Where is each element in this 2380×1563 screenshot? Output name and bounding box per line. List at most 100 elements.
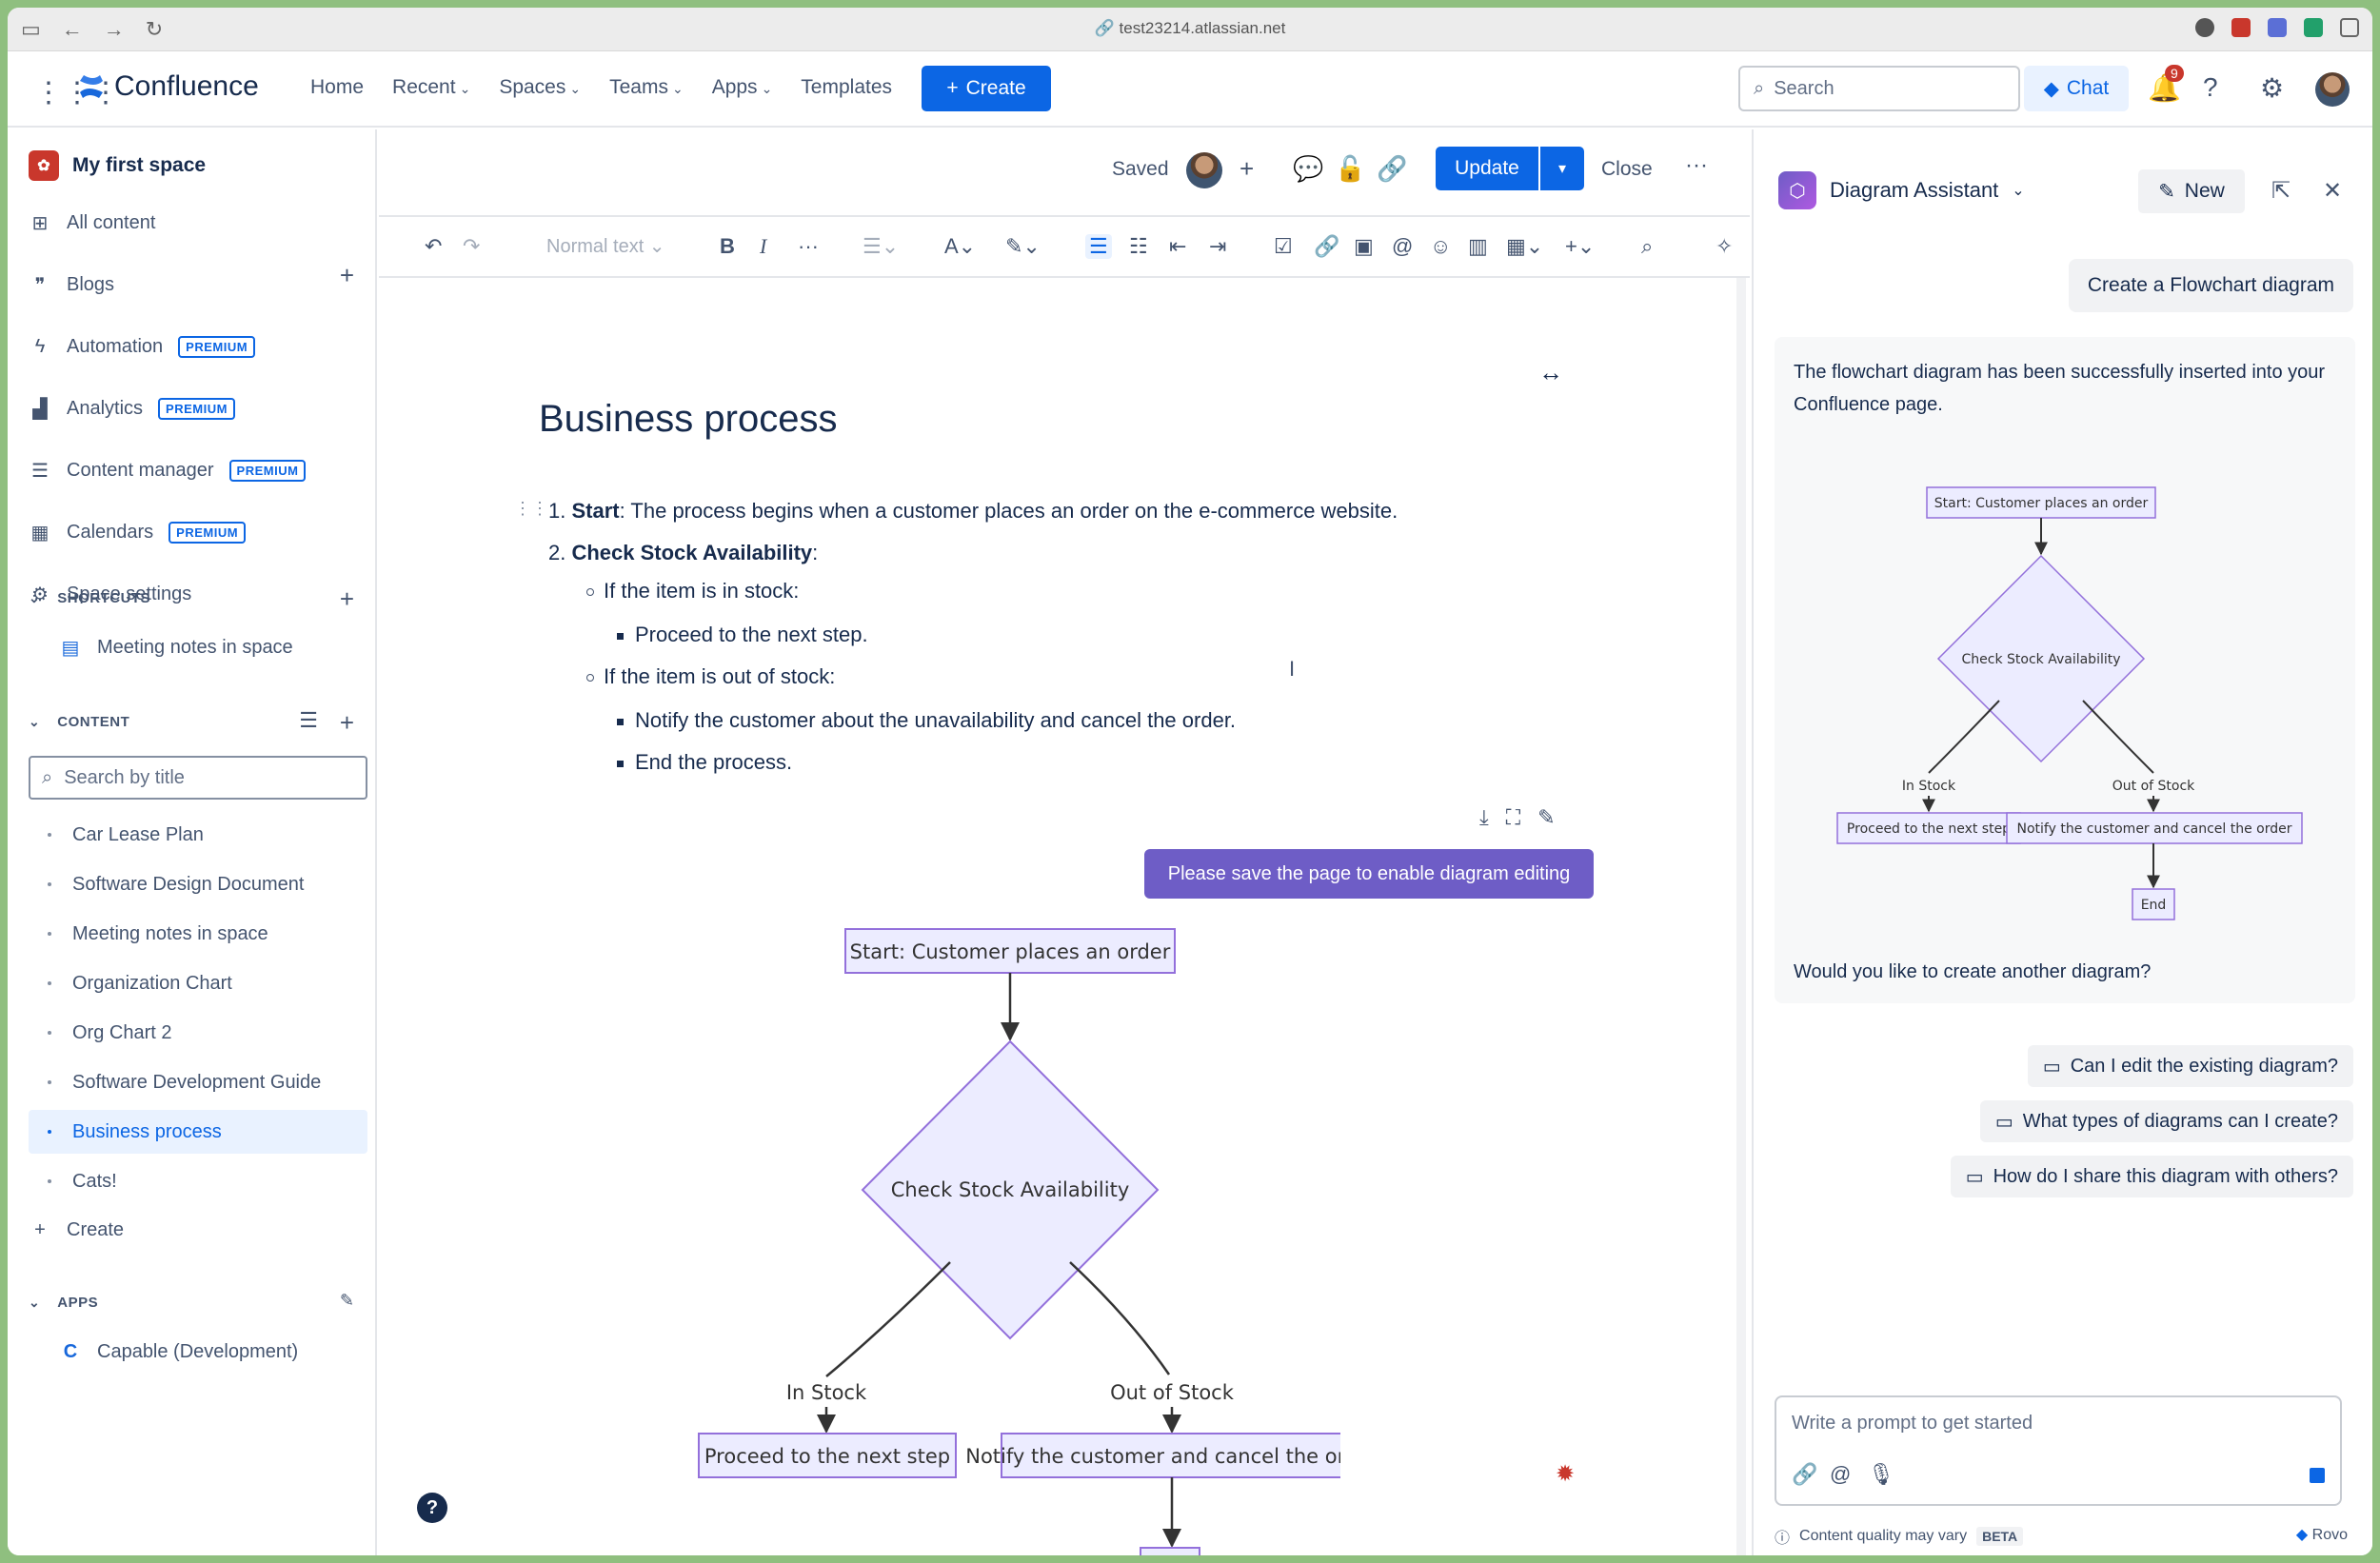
create-button[interactable]: + Create <box>922 66 1051 111</box>
page-tree-item[interactable]: Organization Chart <box>29 961 367 1005</box>
task-checkbox-icon[interactable]: ☑ <box>1274 234 1293 258</box>
fullscreen-icon[interactable]: ⛶ <box>1505 805 1521 829</box>
extension-icon[interactable] <box>2195 18 2214 37</box>
align-dropdown-icon[interactable]: ☰⌄ <box>863 234 900 258</box>
app-item[interactable]: C Capable (Development) <box>59 1333 392 1371</box>
link-icon[interactable]: 🔗 <box>1314 234 1340 258</box>
list-item-sub1[interactable]: If the item is in stock: <box>586 579 799 603</box>
new-chat-button[interactable]: ✎ New <box>2138 169 2245 213</box>
close-icon[interactable]: ✕ <box>2323 178 2343 204</box>
collaborator-avatar[interactable] <box>1186 152 1222 188</box>
add-shortcut-icon[interactable]: + <box>339 584 354 613</box>
list-item-sub2[interactable]: If the item is out of stock: <box>586 664 835 689</box>
columns-icon[interactable]: ▥ <box>1468 234 1488 258</box>
update-options-dropdown[interactable]: ▾ <box>1540 147 1584 190</box>
top-menu-apps[interactable]: Apps⌄ <box>712 76 773 99</box>
search-input[interactable]: ⌕ Search <box>1738 66 2020 111</box>
bold-icon[interactable]: B <box>720 234 735 258</box>
update-button[interactable]: Update <box>1436 147 1538 190</box>
sidebar-item-blogs[interactable]: ❞Blogs <box>29 266 362 304</box>
image-icon[interactable]: ▣ <box>1354 234 1374 258</box>
apps-heading[interactable]: ⌄ APPS <box>29 1295 98 1311</box>
outdent-icon[interactable]: ⇤ <box>1169 234 1187 258</box>
prompt-input[interactable]: Write a prompt to get started 🔗 @ 🎙 <box>1775 1395 2342 1506</box>
list-item-step2[interactable]: 2. Check Stock Availability: <box>548 541 819 564</box>
forward-icon[interactable]: → <box>103 17 125 41</box>
shortcut-item[interactable]: ▤ Meeting notes in space <box>59 628 392 666</box>
add-blog-icon[interactable]: + <box>339 261 354 289</box>
sidebar-toggle-icon[interactable]: ▭ <box>21 17 41 41</box>
editor-scrollbar[interactable] <box>1736 278 1746 1555</box>
emoji-icon[interactable]: ☺ <box>1430 234 1452 258</box>
suggestion-chip[interactable]: ▭How do I share this diagram with others… <box>1950 1156 2353 1197</box>
italic-icon[interactable]: I <box>760 234 767 258</box>
comment-icon[interactable]: 💬 <box>1293 154 1324 183</box>
app-switcher-icon[interactable]: ⋮⋮⋮ <box>34 77 120 109</box>
indent-icon[interactable]: ⇥ <box>1209 234 1227 258</box>
confluence-logo[interactable]: Confluence <box>78 70 259 103</box>
sidebar-item-all-content[interactable]: ⊞All content <box>29 204 362 242</box>
top-menu-spaces[interactable]: Spaces⌄ <box>499 76 581 99</box>
bug-icon[interactable]: ✹ <box>1556 1461 1576 1487</box>
page-title[interactable]: Business process <box>539 398 838 440</box>
numbered-list-icon[interactable]: ☷ <box>1129 234 1148 258</box>
reload-icon[interactable]: ↻ <box>145 17 164 41</box>
back-icon[interactable]: ← <box>61 17 83 41</box>
close-button[interactable]: Close <box>1601 158 1653 180</box>
microphone-icon[interactable]: 🎙 <box>1868 1462 1894 1486</box>
shortcuts-heading[interactable]: ⌄ SHORTCUTS <box>29 590 150 606</box>
top-menu-recent[interactable]: Recent⌄ <box>392 76 470 99</box>
chat-button[interactable]: ◆ Chat <box>2024 66 2129 111</box>
space-title[interactable]: ✿ My first space <box>29 150 206 181</box>
add-content-icon[interactable]: + <box>339 708 354 737</box>
assistant-header[interactable]: ⬡ Diagram Assistant ⌄ <box>1778 171 2025 209</box>
list-item-sub1a[interactable]: Proceed to the next step. <box>617 623 868 647</box>
search-by-title-input[interactable]: ⌕ Search by title <box>29 756 367 800</box>
text-color-icon[interactable]: A⌄ <box>944 234 977 258</box>
attach-link-icon[interactable]: 🔗 <box>1792 1462 1818 1486</box>
content-heading[interactable]: ⌄ CONTENT <box>29 714 129 730</box>
suggestion-chip[interactable]: ▭Can I edit the existing diagram? <box>2027 1045 2353 1087</box>
edit-pencil-icon[interactable]: ✎ <box>339 1291 354 1310</box>
page-tree-item[interactable]: Software Design Document <box>29 862 367 906</box>
find-icon[interactable]: ⌕ <box>1641 234 1654 258</box>
invite-plus-icon[interactable]: + <box>1240 154 1255 183</box>
copy-link-icon[interactable]: 🔗 <box>1377 154 1408 183</box>
insert-plus-icon[interactable]: +⌄ <box>1565 234 1596 258</box>
help-icon[interactable]: ? <box>2203 72 2218 102</box>
text-style-dropdown[interactable]: Normal text ⌄ <box>546 236 665 257</box>
full-width-toggle-icon[interactable]: ↔ <box>1538 358 1563 386</box>
top-menu-home[interactable]: Home <box>310 76 364 99</box>
highlight-icon[interactable]: ✎⌄ <box>1005 234 1041 258</box>
help-button[interactable]: ? <box>417 1493 447 1523</box>
user-avatar[interactable] <box>2315 72 2350 107</box>
filter-icon[interactable]: ☰ <box>299 708 318 732</box>
open-external-icon[interactable]: ⇱ <box>2271 178 2291 204</box>
page-tree-item[interactable]: Cats! <box>29 1159 367 1203</box>
stop-icon[interactable] <box>2310 1468 2325 1483</box>
undo-icon[interactable]: ↶ <box>425 234 443 258</box>
page-tree-item[interactable]: Meeting notes in space <box>29 912 367 956</box>
list-item-step1[interactable]: 1. Start: The process begins when a cust… <box>548 499 1398 523</box>
download-icon[interactable]: ⤓ <box>1479 805 1489 829</box>
extension-icon[interactable] <box>2231 18 2251 37</box>
split-view-icon[interactable] <box>2340 18 2359 37</box>
edit-pencil-icon[interactable]: ✎ <box>1537 805 1556 829</box>
page-tree-item[interactable]: Business process <box>29 1110 367 1154</box>
flowchart-diagram[interactable]: Start: Customer places an order Check St… <box>674 796 1340 1555</box>
page-tree-item[interactable]: Software Development Guide <box>29 1060 367 1104</box>
extension-icon[interactable] <box>2304 18 2323 37</box>
suggestion-chip[interactable]: ▭What types of diagrams can I create? <box>1979 1100 2353 1142</box>
restrictions-lock-icon[interactable]: 🔓 <box>1335 154 1366 183</box>
mention-icon[interactable]: @ <box>1830 1462 1852 1486</box>
table-icon[interactable]: ▦⌄ <box>1506 234 1544 258</box>
flowchart-preview[interactable]: Start: Customer places an order Check St… <box>1794 451 2336 927</box>
ai-sparkle-icon[interactable]: ✧ <box>1716 234 1734 258</box>
page-tree-item[interactable]: Org Chart 2 <box>29 1011 367 1055</box>
bullet-list-icon[interactable]: ☰ <box>1085 234 1112 259</box>
list-item-sub2a[interactable]: Notify the customer about the unavailabi… <box>617 708 1236 733</box>
top-menu-teams[interactable]: Teams⌄ <box>609 76 684 99</box>
